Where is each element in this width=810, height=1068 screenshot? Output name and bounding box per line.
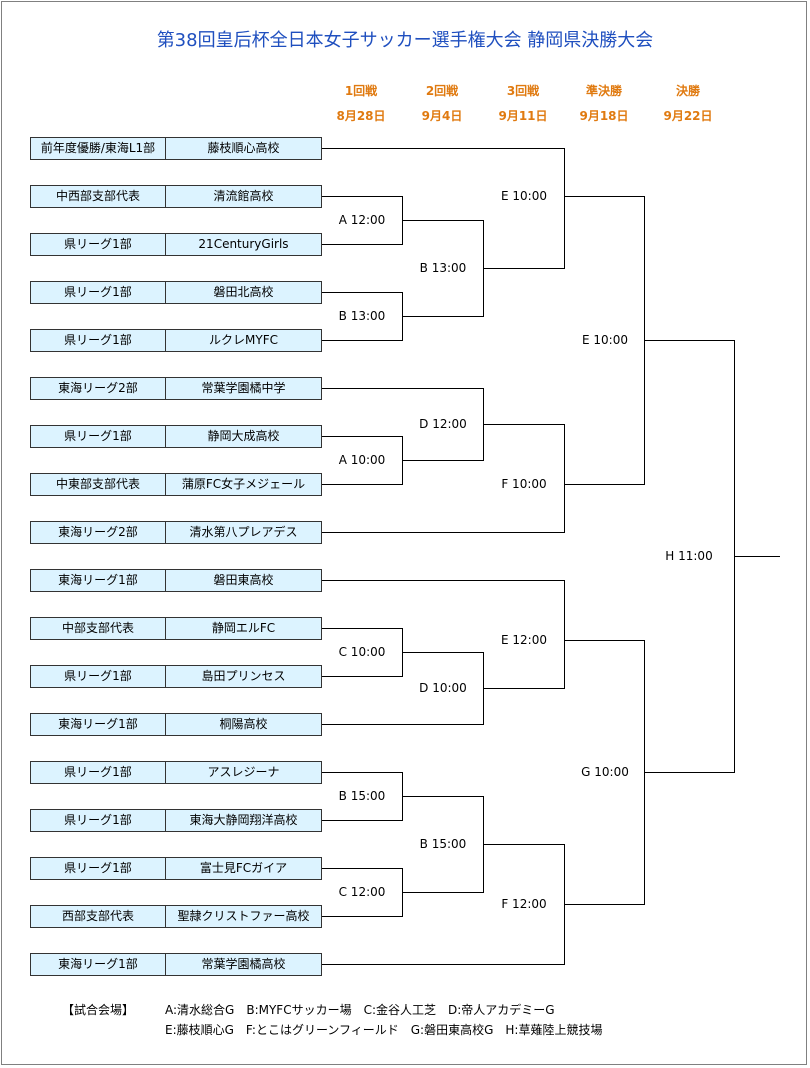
team-row: 中東部支部代表 蒲原FC女子メジェール [30, 473, 322, 496]
match-label: B 13:00 [338, 309, 386, 323]
team-name: 静岡エルFC [211, 621, 276, 635]
team-row: 東海リーグ1部 磐田東高校 [30, 569, 322, 592]
team-row: 県リーグ1部 ルクレMYFC [30, 329, 322, 352]
team-name: 島田プリンセス [201, 669, 286, 683]
round-1-name: 1回戦 [344, 84, 378, 98]
team-category: 中西部支部代表 [31, 186, 166, 207]
team-name: 21CenturyGirls [198, 237, 289, 251]
team-category: 西部支部代表 [31, 906, 166, 927]
team-name: 静岡大成高校 [207, 429, 280, 443]
match-label: F 10:00 [501, 477, 547, 491]
venue-legend-line: E:藤枝順心G F:とこはグリーンフィールド G:磐田東高校G H:草薙陸上競技… [165, 1023, 603, 1037]
team-category: 県リーグ1部 [31, 426, 166, 447]
team-category: 県リーグ1部 [31, 234, 166, 255]
team-name: 常葉学園橘中学 [201, 381, 286, 395]
match-label: F 12:00 [501, 897, 547, 911]
team-row: 中部支部代表 静岡エルFC [30, 617, 322, 640]
team-category: 県リーグ1部 [31, 810, 166, 831]
team-name: 蒲原FC女子メジェール [181, 477, 306, 491]
match-label-final: H 11:00 [665, 549, 713, 563]
team-row: 中西部支部代表 清流館高校 [30, 185, 322, 208]
team-category: 中東部支部代表 [31, 474, 166, 495]
team-name: 藤枝順心高校 [207, 141, 280, 155]
match-label: D 10:00 [419, 681, 467, 695]
team-row: 前年度優勝/東海L1部 藤枝順心高校 [30, 137, 322, 160]
team-category: 東海リーグ2部 [31, 378, 166, 399]
match-label: E 10:00 [501, 189, 547, 203]
semifinal-date: 9月18日 [579, 109, 629, 123]
match-label: G 10:00 [581, 765, 629, 779]
team-name: 聖隷クリストファー高校 [177, 909, 310, 923]
team-category: 県リーグ1部 [31, 330, 166, 351]
team-row: 東海リーグ2部 清水第八プレアデス [30, 521, 322, 544]
final-name: 決勝 [675, 84, 700, 98]
match-label: C 10:00 [338, 645, 386, 659]
team-name: 清流館高校 [213, 189, 274, 203]
team-row: 県リーグ1部 富士見FCガイア [30, 857, 322, 880]
semifinal-name: 準決勝 [585, 84, 622, 98]
round-1-date: 8月28日 [336, 109, 386, 123]
round-3-name: 3回戦 [506, 84, 540, 98]
team-category: 県リーグ1部 [31, 666, 166, 687]
team-category: 東海リーグ1部 [31, 570, 166, 591]
team-name: 磐田北高校 [213, 285, 274, 299]
match-label: E 12:00 [501, 633, 547, 647]
team-name: 富士見FCガイア [199, 861, 288, 875]
team-category: 東海リーグ1部 [31, 714, 166, 735]
venue-legend-label: 【試合会場】 [62, 1003, 135, 1017]
team-row: 県リーグ1部 21CenturyGirls [30, 233, 322, 256]
team-row: 県リーグ1部 磐田北高校 [30, 281, 322, 304]
team-category: 前年度優勝/東海L1部 [31, 138, 166, 159]
team-row: 県リーグ1部 島田プリンセス [30, 665, 322, 688]
team-category: 県リーグ1部 [31, 282, 166, 303]
team-category: 東海リーグ1部 [31, 954, 166, 975]
round-3-date: 9月11日 [498, 109, 548, 123]
round-2-name: 2回戦 [425, 84, 459, 98]
team-name: 清水第八プレアデス [189, 525, 298, 539]
match-label: C 12:00 [338, 885, 386, 899]
team-name: 桐陽高校 [219, 717, 268, 731]
team-row: 県リーグ1部 静岡大成高校 [30, 425, 322, 448]
team-row: 東海リーグ2部 常葉学園橘中学 [30, 377, 322, 400]
team-row: 県リーグ1部 東海大静岡翔洋高校 [30, 809, 322, 832]
match-label: B 15:00 [419, 837, 467, 851]
team-name: ルクレMYFC [209, 333, 278, 347]
match-label: A 12:00 [338, 213, 386, 227]
team-name: 常葉学園橘高校 [201, 957, 286, 971]
match-label: D 12:00 [419, 417, 467, 431]
team-row: 県リーグ1部 アスレジーナ [30, 761, 322, 784]
match-label: B 13:00 [419, 261, 467, 275]
venue-legend-line: A:清水総合G B:MYFCサッカー場 C:金谷人工芝 D:帝人アカデミーG [165, 1003, 555, 1017]
team-row: 西部支部代表聖隷クリストファー高校 [30, 905, 322, 928]
team-row: 東海リーグ1部 常葉学園橘高校 [30, 953, 322, 976]
team-category: 県リーグ1部 [31, 858, 166, 879]
match-label: B 15:00 [338, 789, 386, 803]
team-category: 県リーグ1部 [31, 762, 166, 783]
team-name: アスレジーナ [207, 765, 280, 779]
final-date: 9月22日 [663, 109, 713, 123]
team-category: 中部支部代表 [31, 618, 166, 639]
page-title: 第38回皇后杯全日本女子サッカー選手権大会 静岡県決勝大会 [156, 30, 654, 51]
round-2-date: 9月4日 [421, 109, 463, 123]
team-name: 東海大静岡翔洋高校 [189, 813, 298, 827]
match-label: E 10:00 [582, 333, 628, 347]
team-category: 東海リーグ2部 [31, 522, 166, 543]
match-label: A 10:00 [338, 453, 386, 467]
team-row: 東海リーグ1部 桐陽高校 [30, 713, 322, 736]
team-name: 磐田東高校 [213, 573, 274, 587]
